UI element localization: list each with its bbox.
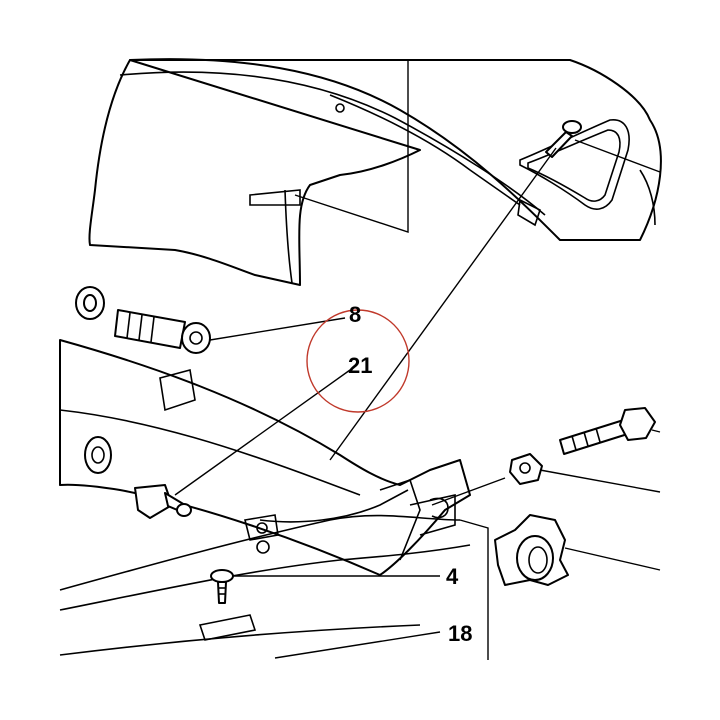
callout-18: 18 [448,621,472,646]
callout-21: 21 [348,353,372,378]
pivot-washer [75,286,105,320]
highlight-circle [306,309,410,413]
side-bearing [84,436,112,474]
swing-arm [59,339,471,576]
callout-8: 8 [349,302,361,327]
rear-fender [88,58,662,286]
screw-4 [210,569,234,604]
leader-lines [174,60,661,660]
lower-frame [59,514,471,656]
callout-4: 4 [446,564,459,589]
fender-screw [545,120,582,158]
chain-adjuster [494,514,569,586]
fender-bracket [519,119,656,226]
pivot-bolt [114,309,211,354]
adjuster-nut [509,453,543,485]
bushing-21 [134,484,192,519]
adjuster-bolt [559,407,656,455]
